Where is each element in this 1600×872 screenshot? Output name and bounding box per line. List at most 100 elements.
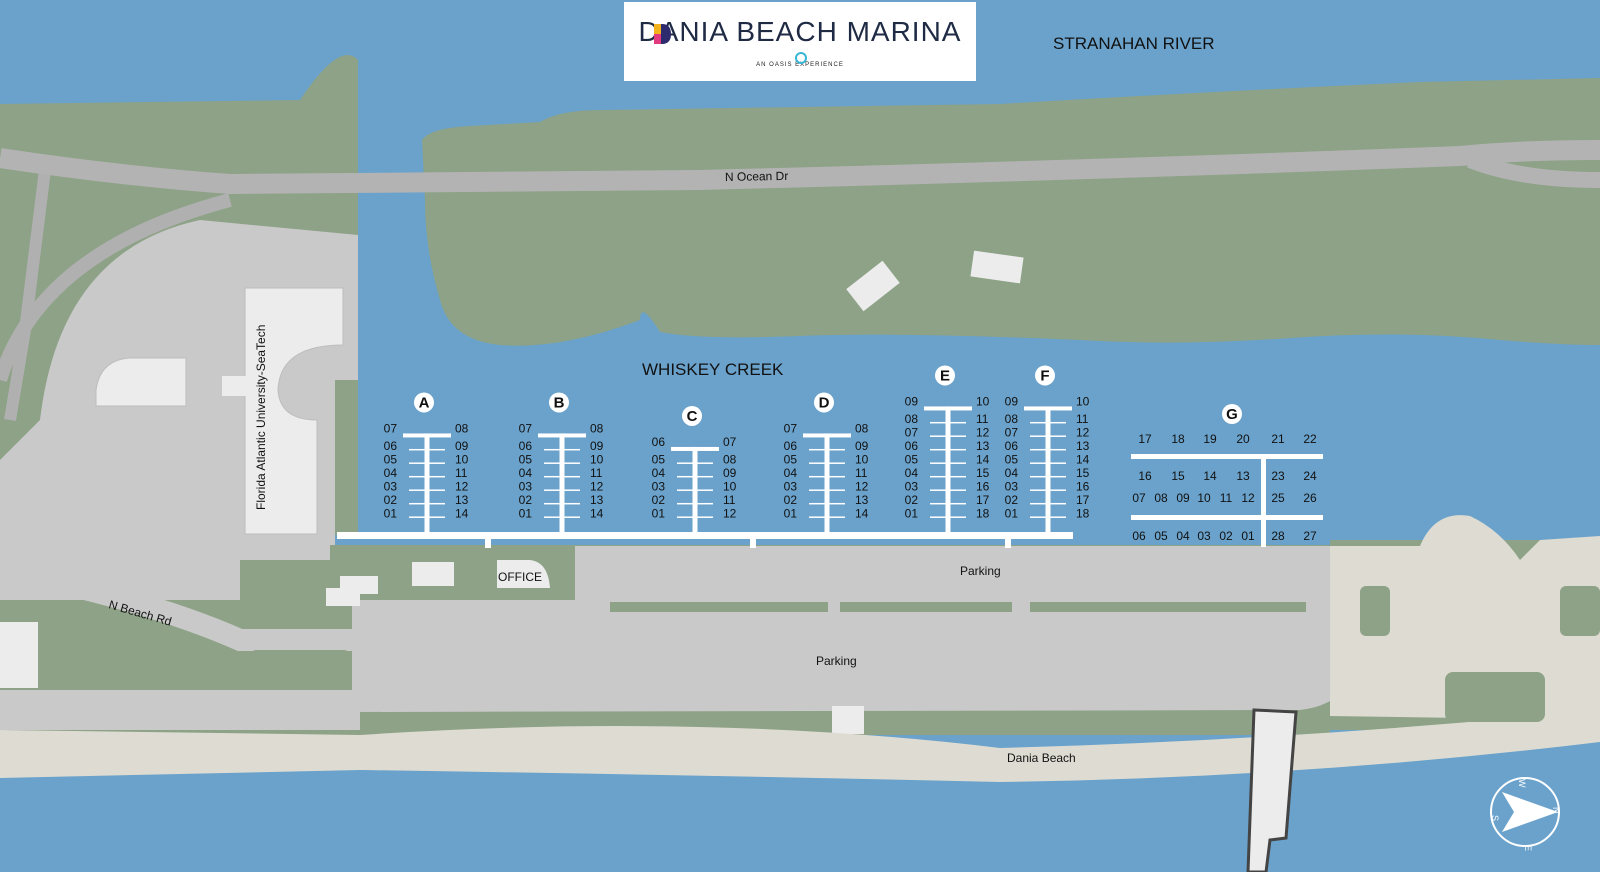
slip-label: 10: [855, 452, 869, 466]
slip-label: 01: [1241, 529, 1255, 543]
slip-label: 04: [784, 466, 798, 480]
road-beach-rd: [0, 559, 360, 651]
slip-label: 07: [1132, 491, 1146, 505]
slip-label: 08: [905, 412, 919, 426]
slip-label: 13: [1236, 469, 1250, 483]
slip-finger: [544, 516, 580, 518]
slip-finger: [409, 502, 445, 505]
slip-label: 02: [1219, 529, 1233, 543]
slip-finger: [930, 475, 966, 478]
logo-subtitle: AN OASIS EXPERIENCE: [756, 62, 844, 68]
dock-badge: [935, 365, 955, 386]
slip-label: 20: [1236, 432, 1250, 446]
slip-label: 13: [855, 493, 869, 507]
slip-label: 03: [652, 479, 666, 493]
slip-label: 16: [1076, 479, 1090, 493]
slip-finger: [544, 502, 580, 505]
median: [1030, 602, 1306, 612]
docks-layer: A0706050403020108091011121314B0706050403…: [384, 365, 1090, 532]
parking-upper-label: Parking: [960, 564, 1001, 578]
dock-spine: [424, 433, 430, 532]
slip-label: 27: [1303, 529, 1317, 543]
slip-label: 15: [1076, 466, 1090, 480]
slip-label: 02: [652, 493, 666, 507]
slip-finger: [930, 421, 966, 424]
slip-label: 23: [1271, 469, 1285, 483]
slip-label: 05: [652, 452, 666, 466]
slip-finger: [1030, 475, 1066, 478]
slip-label: 14: [1076, 452, 1090, 466]
slip-label: 05: [905, 452, 919, 466]
walkway-connector: [485, 538, 491, 548]
slip-finger: [677, 475, 713, 478]
dock-letter: B: [554, 394, 565, 411]
fau-label: Florida Atlantic University-SeaTech: [254, 325, 268, 510]
slip-finger: [677, 489, 713, 491]
slip-label: 13: [1076, 439, 1090, 453]
slip-label: 13: [455, 493, 469, 507]
dock-badge: [1222, 404, 1242, 424]
dock-head: [924, 406, 972, 411]
dock-letter: D: [819, 394, 830, 411]
west-green-patch: [250, 650, 350, 684]
slip-label: 06: [1132, 529, 1146, 543]
slip-label: 07: [519, 421, 533, 435]
office-label: OFFICE: [498, 570, 542, 584]
slip-finger: [930, 448, 966, 451]
upper-parking-lot: [575, 546, 1335, 602]
logo-title: DANIA BEACH MARINA: [638, 16, 962, 47]
east-green: [1445, 672, 1545, 722]
slip-finger: [930, 516, 966, 518]
dock-letter: F: [1040, 367, 1049, 384]
slip-label: 04: [519, 466, 533, 480]
slip-label: 15: [976, 466, 990, 480]
slip-label: 15: [1171, 469, 1185, 483]
island-building-2: [970, 250, 1024, 284]
compass-arrow-icon: [1502, 792, 1558, 832]
compass-ring: [1490, 777, 1560, 847]
slip-finger: [409, 475, 445, 478]
slip-label: 13: [590, 493, 604, 507]
slip-label: 02: [519, 493, 533, 507]
slip-label: 21: [1271, 432, 1285, 446]
slip-label: 09: [855, 439, 869, 453]
slip-label: 10: [455, 452, 469, 466]
dock-badge: [549, 392, 569, 413]
beach-label: Dania Beach: [1007, 751, 1076, 765]
dock-spine: [559, 433, 565, 532]
slip-finger: [809, 475, 845, 478]
dock-head: [671, 446, 719, 451]
logo-panel: DANIA BEACH MARINA AN OASIS EXPERIENCE: [624, 2, 976, 81]
slip-label: 02: [1005, 493, 1019, 507]
slip-label: 05: [1154, 529, 1168, 543]
slip-finger: [809, 502, 845, 505]
slip-label: 07: [384, 421, 398, 435]
slip-label: 02: [905, 493, 919, 507]
slip-label: 05: [519, 452, 533, 466]
small-building: [412, 562, 454, 586]
dock-g-bottom-pier: [1131, 515, 1323, 520]
slip-label: 17: [1076, 493, 1090, 507]
slip-label: 05: [384, 452, 398, 466]
dock-badge: [682, 405, 702, 426]
slip-finger: [544, 475, 580, 478]
slip-label: 06: [519, 439, 533, 453]
slip-label: 10: [976, 394, 990, 408]
slip-label: 12: [590, 479, 604, 493]
slip-label: 06: [652, 435, 666, 449]
dock-head: [538, 433, 586, 438]
ocean-dr-label: N Ocean Dr: [725, 169, 789, 184]
slip-label: 06: [784, 439, 798, 453]
slip-finger: [544, 448, 580, 451]
slip-label: 10: [1197, 491, 1211, 505]
lower-parking-lot: [352, 612, 1361, 712]
slip-label: 06: [1005, 439, 1019, 453]
small-building-2: [326, 576, 378, 606]
slip-label: 12: [1241, 491, 1255, 505]
slip-label: 08: [723, 452, 737, 466]
walkway-connector: [1005, 538, 1011, 548]
slip-label: 10: [1076, 394, 1090, 408]
